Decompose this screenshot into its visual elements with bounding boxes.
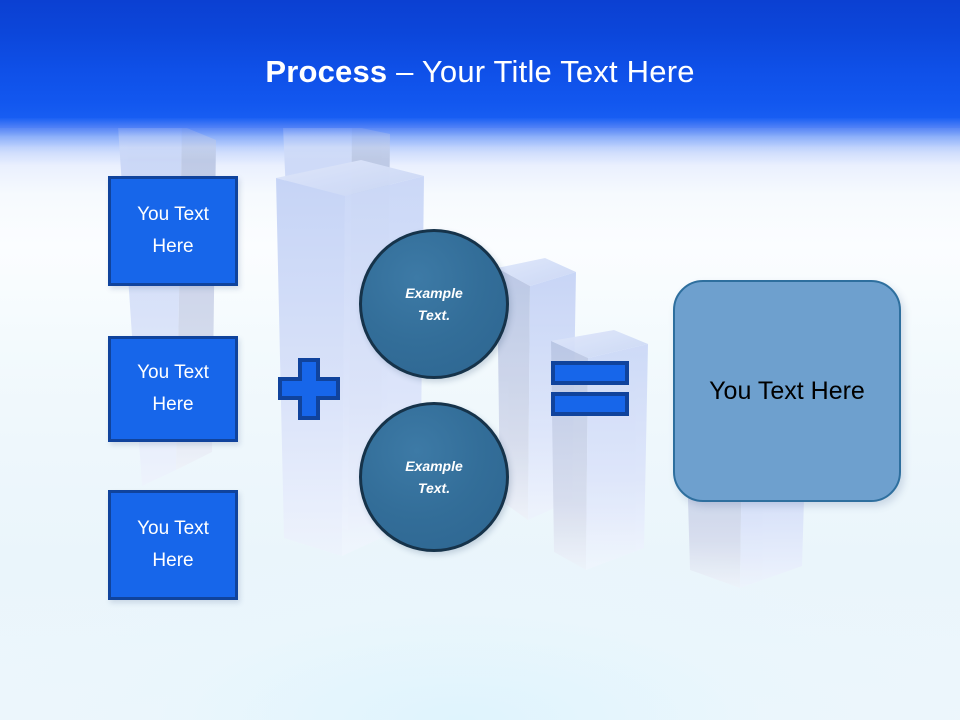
input-box-1-line1: You Text (137, 204, 209, 225)
page-title-strong: Process (265, 54, 388, 89)
process-circle-2[interactable]: Example Text. (359, 402, 509, 552)
input-box-3[interactable]: You Text Here (108, 490, 238, 600)
input-box-2-line2: Here (152, 394, 194, 415)
equals-icon[interactable] (550, 358, 630, 420)
process-circle-1[interactable]: Example Text. (359, 229, 509, 379)
process-circle-1-text: Example Text. (405, 282, 463, 326)
input-box-3-line2: Here (152, 550, 194, 571)
input-box-2[interactable]: You Text Here (108, 336, 238, 442)
page-title: Process – Your Title Text Here (0, 53, 960, 91)
input-box-1[interactable]: You Text Here (108, 176, 238, 286)
input-box-3-line1: You Text (137, 518, 209, 539)
process-circle-2-line2: Text. (417, 480, 451, 496)
page-title-rest: – Your Title Text Here (387, 54, 695, 89)
process-circle-2-text: Example Text. (405, 455, 463, 499)
title-band-fade (0, 118, 960, 160)
input-box-2-text: You Text Here (137, 357, 209, 421)
plus-icon[interactable] (277, 358, 341, 420)
input-box-1-text: You Text Here (137, 199, 209, 263)
process-circle-1-line2: Text. (417, 307, 451, 323)
title-band (0, 0, 960, 128)
output-box[interactable]: You Text Here (673, 280, 901, 502)
process-circle-1-line1: Example (405, 285, 463, 301)
process-circle-2-line1: Example (405, 458, 463, 474)
input-box-2-line1: You Text (137, 362, 209, 383)
output-box-label: You Text Here (709, 377, 865, 405)
input-box-1-line2: Here (152, 236, 194, 257)
input-box-3-text: You Text Here (137, 513, 209, 577)
